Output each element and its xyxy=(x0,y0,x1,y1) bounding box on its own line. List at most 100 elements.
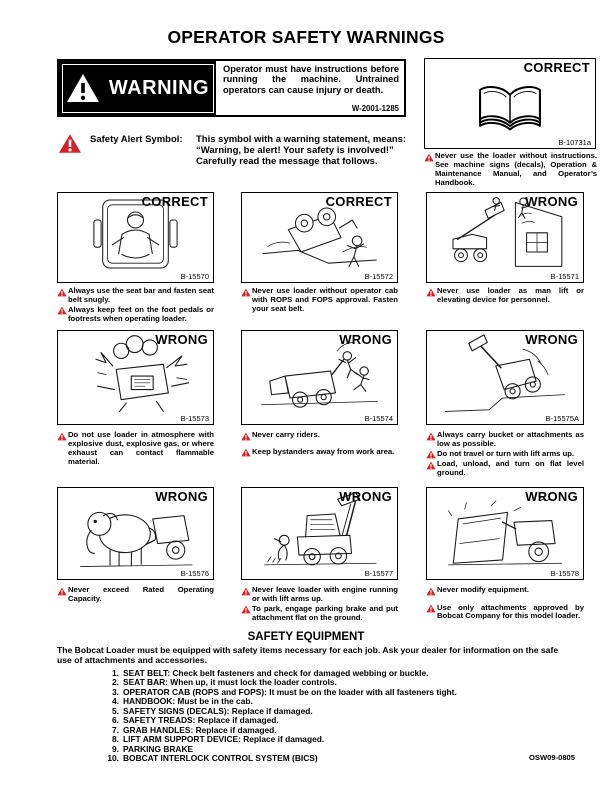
verdict-label: CORRECT xyxy=(141,194,208,209)
safety-alert-text: This symbol with a warning statement, me… xyxy=(196,134,407,168)
warning-banner-label: WARNING xyxy=(108,76,210,99)
figure-panel-explosion: WRONG B-15573 xyxy=(57,330,214,425)
safety-equipment-intro: The Bobcat Loader must be equipped with … xyxy=(57,645,559,666)
verdict-label: WRONG xyxy=(339,489,392,504)
list-item-number: 1. xyxy=(112,668,119,678)
alert-triangle-icon xyxy=(426,450,437,460)
figure-panel-rollover: CORRECT B-15572 xyxy=(241,192,398,283)
figure-code: B-15574 xyxy=(364,414,393,423)
list-item-number: 7. xyxy=(112,724,119,735)
safety-alert-triangle-icon xyxy=(58,132,82,154)
caption-modify: Never modify equipment. Use only attachm… xyxy=(426,585,584,622)
alert-triangle-icon xyxy=(57,586,68,596)
rollover-illustration xyxy=(245,196,394,272)
list-item: 3. OPERATOR CAB (ROPS and FOPS): It must … xyxy=(100,686,560,697)
warning-text: Never use loader without operator cab wi… xyxy=(252,286,398,313)
figure-panel-handbook: CORRECT B-10731a xyxy=(424,58,596,149)
warning-text: Do not travel or turn with lift arms up. xyxy=(437,448,575,458)
warning-statement: Keep bystanders away from work area. xyxy=(241,447,398,458)
list-item-text: SEAT BAR: When up, it must lock the load… xyxy=(123,677,337,688)
figure-code: B-15571 xyxy=(550,272,579,281)
warning-statement: Do not use loader in atmosphere with exp… xyxy=(57,430,214,466)
list-item-number: 8. xyxy=(112,734,119,745)
list-item-text: OPERATOR CAB (ROPS and FOPS): It must be… xyxy=(123,686,457,697)
figure-code: B-15572 xyxy=(364,272,393,281)
list-item: 6.SAFETY TREADS: Replace if damaged. xyxy=(100,715,560,726)
safety-equipment-list: 1. SEAT BELT: Check belt fasteners and ch… xyxy=(100,668,560,764)
alert-triangle-icon xyxy=(241,586,252,596)
alert-triangle-icon xyxy=(426,287,437,297)
warning-text: Load, unload, and turn on flat level gro… xyxy=(437,459,584,478)
caption-seat-belt: Always use the seat bar and fasten seat … xyxy=(57,286,214,324)
warning-banner-code: W-2001-1285 xyxy=(351,104,399,113)
warning-text: Never use the loader without instruction… xyxy=(435,151,597,187)
warning-banner-label-panel: WARNING xyxy=(59,61,216,115)
caption-carry-low: Always carry bucket or attachments as lo… xyxy=(426,430,584,479)
safety-alert-row: Safety Alert Symbol: This symbol with a … xyxy=(58,132,414,167)
list-item: 9.PARKING BRAKE xyxy=(100,744,560,754)
caption-rops-fops: Never use loader without operator cab wi… xyxy=(241,286,398,315)
warning-statement: Use only attachments approved by Bobcat … xyxy=(426,602,584,622)
figure-code: B-15570 xyxy=(180,272,209,281)
list-item-number: 2. xyxy=(112,677,119,688)
alert-triangle-icon xyxy=(426,586,437,596)
verdict-label: CORRECT xyxy=(325,194,392,209)
safety-equipment-heading: SAFETY EQUIPMENT xyxy=(247,631,365,643)
list-item-text: SEAT BELT: Check belt fasteners and chec… xyxy=(123,668,429,678)
list-item-text: HANDBOOK: Must be in the cab. xyxy=(123,696,253,707)
alert-triangle-icon xyxy=(57,306,68,316)
caption-man-lift: Never use loader as man lift or elevatin… xyxy=(426,286,584,306)
figure-code: B-15573 xyxy=(180,414,209,423)
verdict-label: WRONG xyxy=(525,489,578,504)
warning-statement: Never leave loader with engine running o… xyxy=(241,585,398,604)
warning-statement: Never carry riders. xyxy=(241,430,398,441)
list-item: 8.LIFT ARM SUPPORT DEVICE: Replace if da… xyxy=(100,734,560,745)
warning-text: To park, engage parking brake and put at… xyxy=(252,603,398,622)
list-item: 5. SAFETY SIGNS (DECALS): Replace if dama… xyxy=(100,705,560,716)
verdict-label: WRONG xyxy=(525,194,578,209)
alert-triangle-icon xyxy=(426,460,437,470)
caption-riders: Never carry riders. Keep bystanders away… xyxy=(241,430,398,458)
list-item-number: 10. xyxy=(107,753,119,764)
list-item-text: SAFETY SIGNS (DECALS): Replace if damage… xyxy=(123,705,313,716)
alert-triangle-icon xyxy=(241,605,252,615)
caption-explosive-atmosphere: Do not use loader in atmosphere with exp… xyxy=(57,430,214,467)
page-title: OPERATOR SAFETY WARNINGS xyxy=(167,27,445,47)
figure-code: B-15577 xyxy=(364,569,393,578)
figure-code: B-15578 xyxy=(550,569,579,578)
caption-parking: Never leave loader with engine running o… xyxy=(241,585,398,623)
warning-text: Never carry riders. xyxy=(252,430,320,439)
alert-triangle-icon xyxy=(57,287,68,297)
list-item: 4. HANDBOOK: Must be in the cab. xyxy=(100,696,560,707)
warning-statement: Never modify equipment. xyxy=(426,585,584,596)
warning-text: Use only attachments approved by Bobcat … xyxy=(437,602,584,621)
warning-statement: Never use the loader without instruction… xyxy=(424,151,597,187)
document-code: OSW09-0805 xyxy=(528,753,575,762)
list-item-number: 3. xyxy=(112,686,119,697)
figure-panel-man-lift: WRONG B-15571 xyxy=(426,192,584,283)
list-item-number: 6. xyxy=(112,715,119,726)
explosion-illustration xyxy=(61,334,210,414)
warning-triangle-icon xyxy=(66,73,100,103)
warning-statement: To park, engage parking brake and put at… xyxy=(241,603,398,623)
caption-rated-capacity: Never exceed Rated Operating Capacity. xyxy=(57,585,214,605)
list-item-number: 4. xyxy=(112,696,119,707)
figure-panel-seat-belt: CORRECT B-15570 xyxy=(57,192,214,283)
verdict-label: WRONG xyxy=(155,332,208,347)
list-item-number: 5. xyxy=(112,705,119,716)
figure-panel-tipping: WRONG B-15575A xyxy=(426,330,584,425)
lift-arms-up-illustration xyxy=(245,491,394,569)
verdict-label: WRONG xyxy=(339,332,392,347)
warning-banner: WARNING Operator must have instructions … xyxy=(57,59,406,117)
list-item-text: GRAB HANDLES: Replace if damaged. xyxy=(123,724,277,735)
warning-statement: Always use the seat bar and fasten seat … xyxy=(57,286,214,305)
warning-statement: Do not travel or turn with lift arms up. xyxy=(426,448,584,460)
safety-alert-label: Safety Alert Symbol: xyxy=(90,134,183,145)
elephant-illustration xyxy=(61,491,210,569)
alert-triangle-icon xyxy=(241,287,252,297)
warning-statement: Never use loader as man lift or elevatin… xyxy=(426,286,584,305)
verdict-label: WRONG xyxy=(525,332,578,347)
warning-statement: Always carry bucket or attachments as lo… xyxy=(426,430,584,449)
alert-triangle-icon xyxy=(426,431,437,441)
